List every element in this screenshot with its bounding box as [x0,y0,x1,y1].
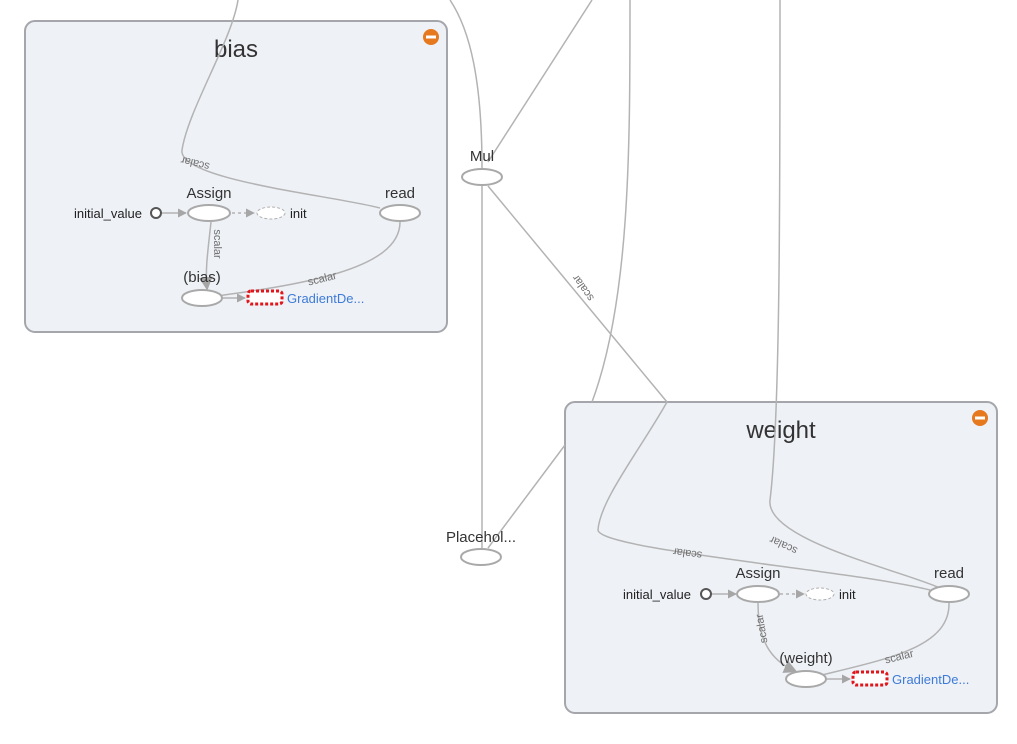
bias-init-label: init [290,206,307,221]
edge-to-mul-right [487,0,593,163]
bias-var-label: (bias) [183,269,221,286]
weight-scalar-label-1: scalar [672,545,703,561]
outer-edges [181,0,941,591]
bias-nodes: initial_value Assign init read (bias) Gr… [74,185,421,307]
mul-node-group: Mul [461,148,503,186]
edge-top-to-bias-read [181,0,381,209]
weight-gradient-node[interactable] [851,670,889,687]
weight-var-node[interactable] [785,670,827,688]
bias-read-label: read [385,185,415,202]
placeholder-label: Placehol... [446,529,516,546]
weight-read-node[interactable] [928,585,970,603]
bias-init-node[interactable] [256,206,286,220]
weight-assign-label: Assign [735,565,780,582]
edge-placeholder-to-weight [487,444,566,549]
mul-label: Mul [470,148,494,165]
bias-assign-label: Assign [186,185,231,202]
edge-bias-read-to-var [201,221,401,299]
weight-nodes: initial_value Assign init read (weight) … [623,565,970,688]
bias-gradient-link[interactable]: GradientDe... [287,291,364,306]
bias-assign-node[interactable] [187,204,231,222]
mul-scalar-label: scalar [570,272,597,303]
weight-title: weight [745,417,816,444]
mul-node[interactable] [461,168,503,186]
weight-group[interactable]: weight [564,401,998,714]
weight-initial-value-label: initial_value [623,587,691,602]
bias-initial-value-label: initial_value [74,206,142,221]
weight-var-label: (weight) [779,650,832,667]
weight-inner-edges [712,589,950,684]
bias-initial-value-node[interactable] [150,207,162,219]
placeholder-node-group: Placehol... [446,529,516,566]
bias-gradient-node[interactable] [246,289,284,306]
weight-group-box[interactable] [564,401,998,714]
bias-var-node[interactable] [181,289,223,307]
edge-mul-to-weight-read [487,185,931,591]
bias-read-node[interactable] [379,204,421,222]
bias-scalar-label-2: scalar [211,229,223,259]
edge-top-to-weight [591,0,631,403]
bias-collapse-icon[interactable] [423,29,439,45]
weight-collapse-icon[interactable] [972,410,988,426]
weight-init-label: init [839,587,856,602]
weight-initial-value-node[interactable] [700,588,712,600]
edge-weight-read-to-var [805,602,950,680]
weight-assign-node[interactable] [736,585,780,603]
bias-group[interactable]: bias [24,20,448,333]
bias-group-box[interactable] [24,20,448,333]
edge-weight-assign-to-var [757,602,798,673]
weight-gradient-link[interactable]: GradientDe... [892,672,969,687]
edge-top-to-weight-read [769,0,941,589]
placeholder-node[interactable] [460,548,502,566]
weight-scalar-label-3: scalar [754,613,771,644]
bias-inner-edges [162,208,401,303]
weight-read-label: read [934,565,964,582]
weight-init-node[interactable] [805,587,835,601]
edge-bias-assign-to-var [199,221,213,291]
edge-top-to-mul [449,0,483,169]
